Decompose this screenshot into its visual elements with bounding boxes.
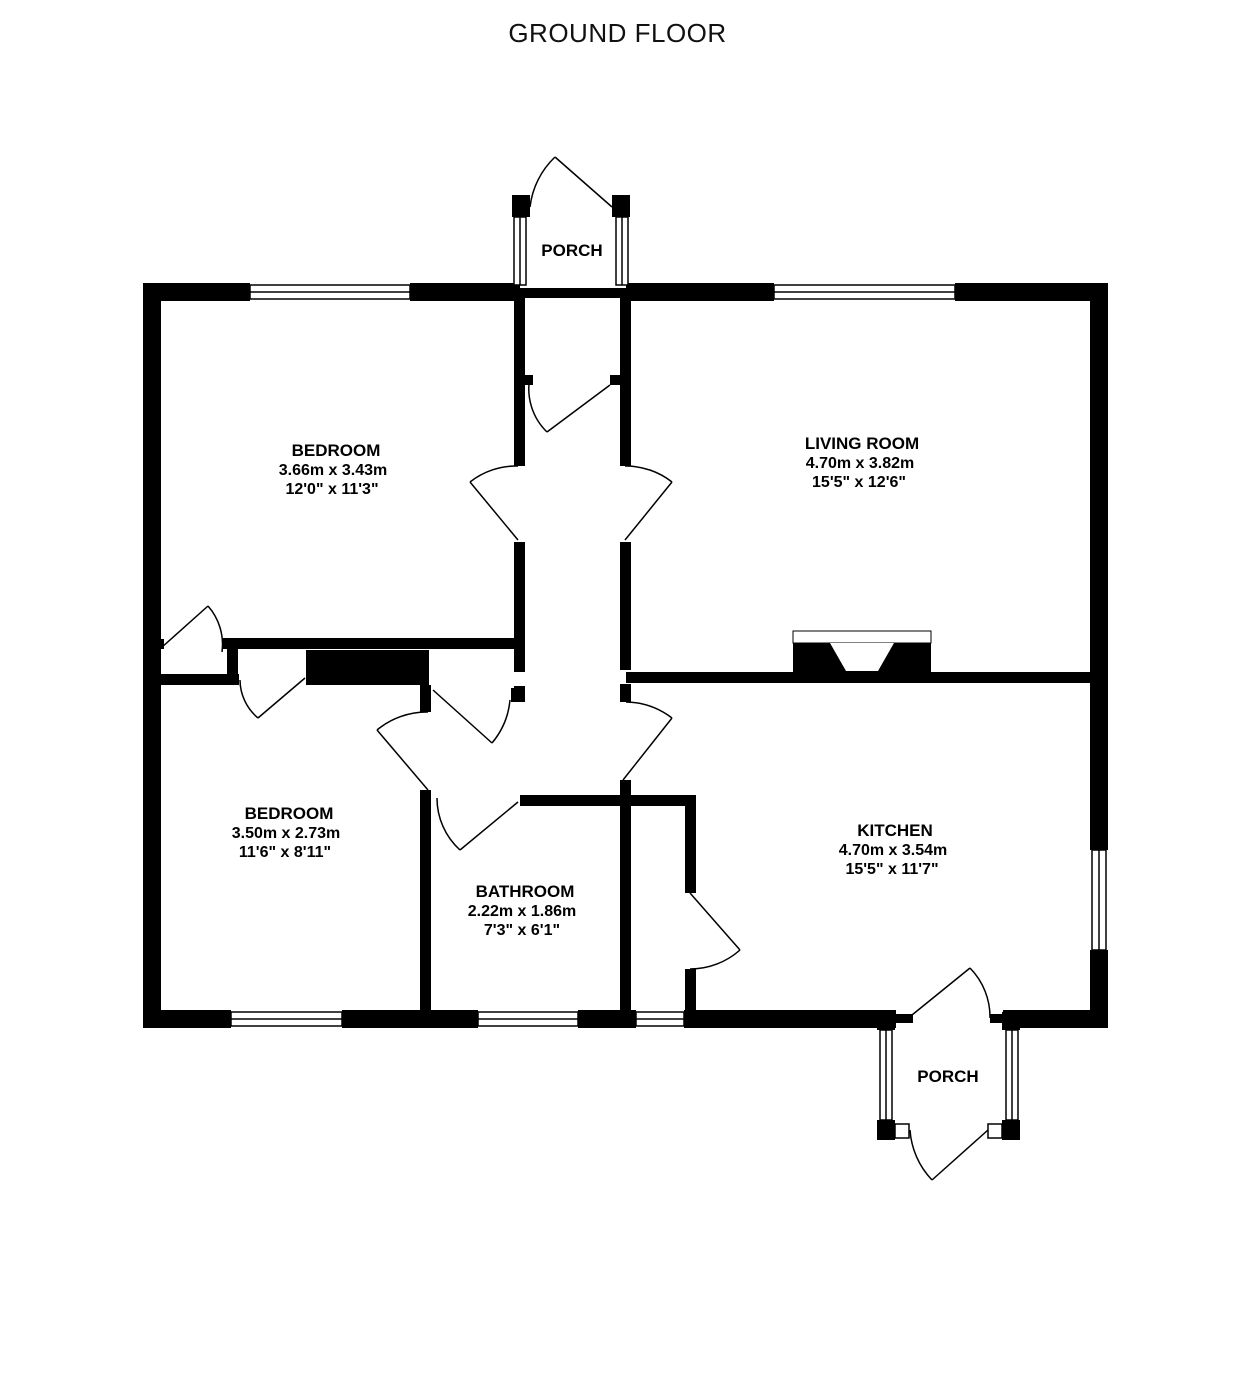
room-bathroom-label: BATHROOM 2.22m x 1.86m 7'3" x 6'1" bbox=[468, 882, 577, 939]
room-imperial: 15'5" x 12'6" bbox=[812, 474, 906, 491]
door-bedroom2 bbox=[376, 711, 429, 791]
floor-plan-title: GROUND FLOOR bbox=[508, 18, 727, 48]
room-metric: 3.66m x 3.43m bbox=[279, 462, 388, 479]
room-metric: 4.70m x 3.54m bbox=[839, 842, 948, 859]
room-metric: 2.22m x 1.86m bbox=[468, 903, 577, 920]
room-kitchen-label: KITCHEN 4.70m x 3.54m 15'5" x 11'7" bbox=[839, 821, 948, 878]
window-bedroom1 bbox=[249, 284, 411, 300]
window-living-room bbox=[773, 284, 956, 300]
room-imperial: 7'3" x 6'1" bbox=[484, 922, 560, 939]
room-name: BATHROOM bbox=[476, 882, 575, 901]
doors bbox=[158, 375, 1005, 1023]
door-kitchen bbox=[622, 701, 673, 781]
outer-walls bbox=[143, 283, 1108, 1028]
porch-door-front bbox=[529, 156, 613, 208]
door-closet bbox=[689, 892, 741, 970]
door-wardrobe bbox=[239, 677, 306, 719]
windows bbox=[230, 284, 1107, 1027]
room-imperial: 15'5" x 11'7" bbox=[845, 861, 938, 878]
window-bedroom2 bbox=[230, 1011, 343, 1027]
front-porch: PORCH bbox=[512, 156, 630, 286]
door-bathroom bbox=[436, 797, 519, 851]
fireplace bbox=[792, 630, 932, 673]
door-kitchen-porch bbox=[895, 967, 1005, 1023]
window-closet bbox=[635, 1011, 685, 1027]
door-bedroom1 bbox=[469, 465, 519, 541]
door-living-room bbox=[624, 465, 673, 541]
window-bathroom bbox=[477, 1011, 579, 1027]
porch-door-back bbox=[909, 1129, 989, 1181]
room-bedroom1-label: BEDROOM 3.66m x 3.43m 12'0" x 11'3" bbox=[279, 441, 388, 498]
room-imperial: 12'0" x 11'3" bbox=[285, 481, 378, 498]
door-cupboard-hall bbox=[432, 689, 511, 744]
room-name: BEDROOM bbox=[245, 804, 334, 823]
back-porch: PORCH bbox=[877, 1012, 1020, 1181]
room-metric: 4.70m x 3.82m bbox=[806, 455, 915, 472]
room-name: KITCHEN bbox=[857, 821, 933, 840]
room-labels: BEDROOM 3.66m x 3.43m 12'0" x 11'3" LIVI… bbox=[232, 434, 948, 939]
room-metric: 3.50m x 2.73m bbox=[232, 825, 341, 842]
door-hall-porch bbox=[521, 375, 622, 433]
room-name: BEDROOM bbox=[292, 441, 381, 460]
porch-label-front: PORCH bbox=[541, 241, 602, 260]
door-bedroom1-closet bbox=[158, 605, 224, 653]
window-kitchen bbox=[1091, 849, 1107, 951]
room-bedroom2-label: BEDROOM 3.50m x 2.73m 11'6" x 8'11" bbox=[232, 804, 341, 861]
room-imperial: 11'6" x 8'11" bbox=[239, 844, 331, 861]
room-name: LIVING ROOM bbox=[805, 434, 919, 453]
interior-walls bbox=[159, 298, 1092, 1018]
porch-label-back: PORCH bbox=[917, 1067, 978, 1086]
room-living-label: LIVING ROOM 4.70m x 3.82m 15'5" x 12'6" bbox=[805, 434, 919, 491]
